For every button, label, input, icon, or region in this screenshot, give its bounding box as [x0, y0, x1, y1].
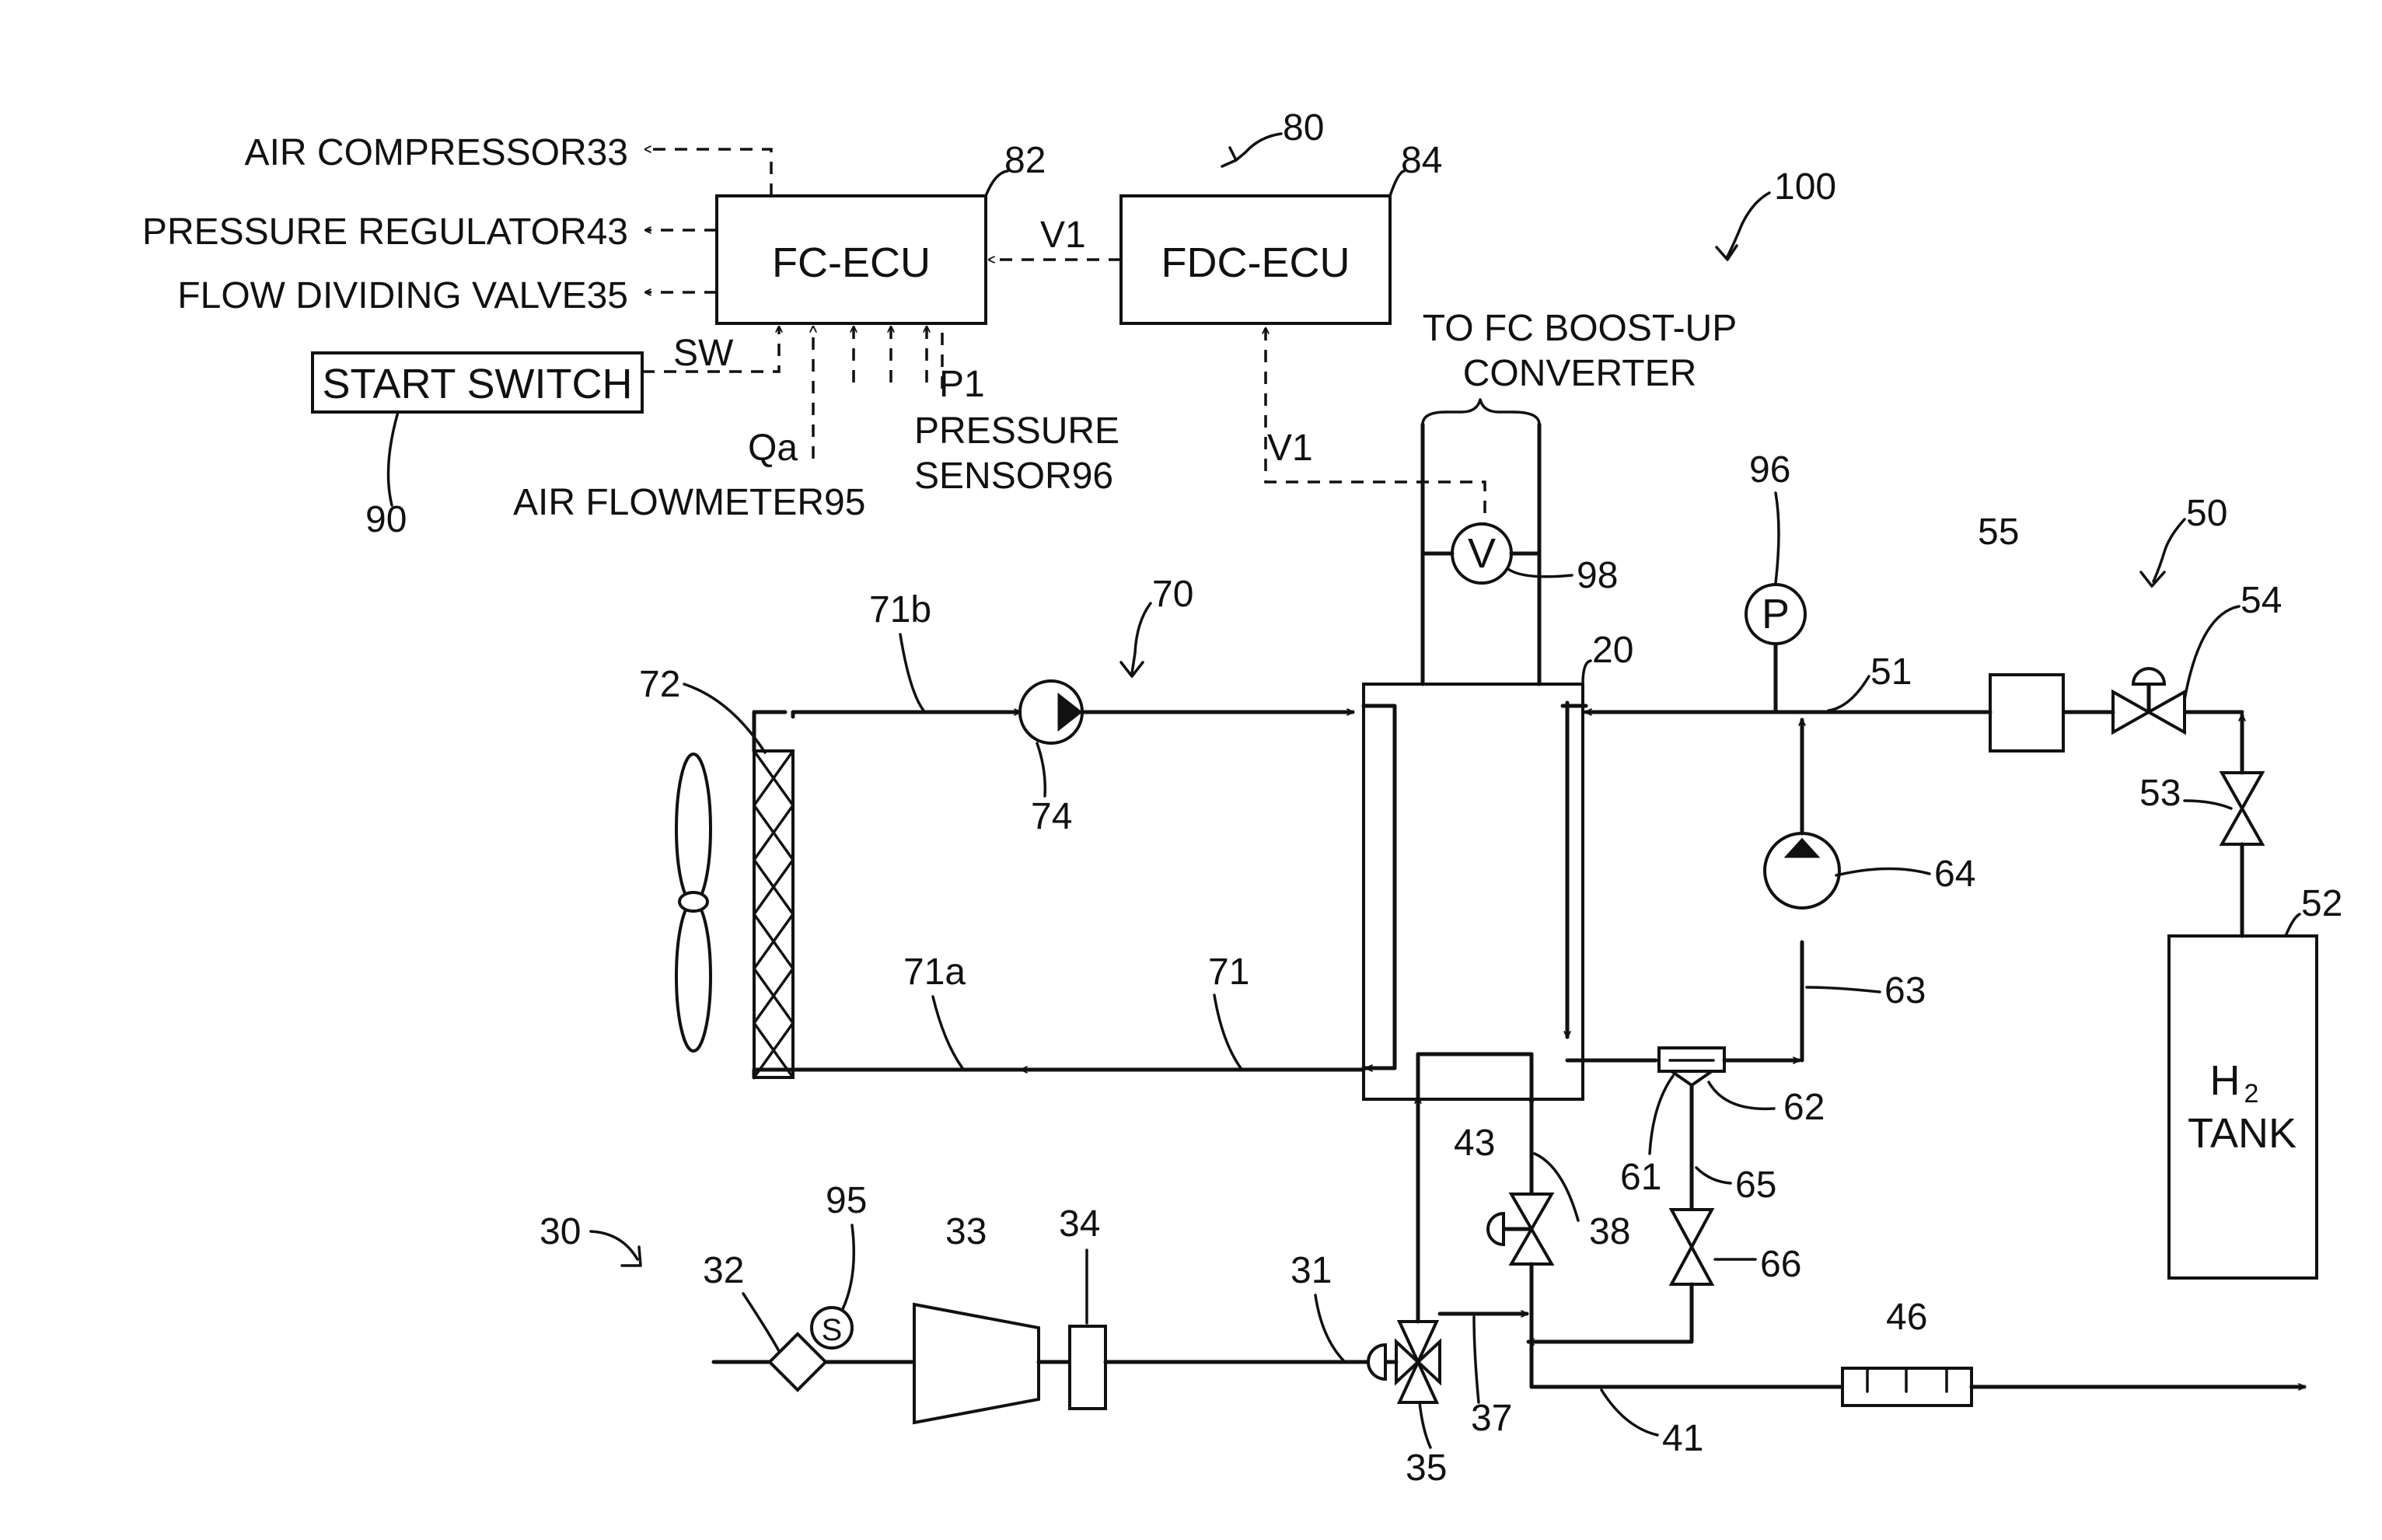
- ref-30: 30: [540, 1211, 581, 1252]
- ref-46: 46: [1886, 1297, 1927, 1338]
- ref-84: 84: [1401, 140, 1442, 181]
- ref-96: 96: [1749, 449, 1790, 491]
- pressure-sensor-label-2: SENSOR96: [914, 456, 1113, 497]
- injector-55: [1990, 675, 2063, 751]
- ref-37: 37: [1471, 1398, 1512, 1439]
- ref-71b: 71b: [869, 589, 931, 630]
- ref-31: 31: [1291, 1250, 1332, 1291]
- ref-66: 66: [1760, 1244, 1801, 1285]
- ref-74: 74: [1031, 796, 1072, 837]
- ref-54: 54: [2241, 580, 2282, 621]
- ref-63: 63: [1884, 970, 1926, 1011]
- air-system: 30 32 S 95 33 34 31: [540, 1054, 2304, 1489]
- ref-95: 95: [826, 1180, 867, 1221]
- pressure-regulator-label: PRESSURE REGULATOR43: [142, 211, 628, 253]
- ref-100: 100: [1774, 166, 1836, 208]
- fdc-ecu-label: FDC-ECU: [1161, 239, 1350, 286]
- start-switch-label: START SWITCH: [322, 361, 632, 407]
- ref-65: 65: [1735, 1165, 1776, 1206]
- gas-liquid-separator-62: [1659, 1048, 1724, 1085]
- air-compressor-signal: [645, 149, 771, 196]
- flow-dividing-valve-35: [1368, 1322, 1440, 1402]
- radiator: [754, 751, 793, 1077]
- h2-tank-label-h: H: [2210, 1057, 2241, 1104]
- drain-valve-66: [1671, 1210, 1712, 1284]
- ref-90: 90: [365, 499, 407, 540]
- pressure-symbol: P: [1762, 591, 1790, 637]
- qa-label: Qa: [748, 428, 798, 469]
- ref-50: 50: [2186, 493, 2227, 534]
- h2-tank-label-sub: 2: [2244, 1079, 2259, 1109]
- ref-61: 61: [1620, 1157, 1661, 1198]
- ref-34: 34: [1059, 1203, 1100, 1245]
- ref-41: 41: [1662, 1418, 1703, 1459]
- flow-dividing-valve-label: FLOW DIVIDING VALVE35: [177, 275, 628, 316]
- ref-62: 62: [1783, 1087, 1825, 1128]
- h2-tank: [2169, 936, 2317, 1278]
- ref-80-arrow: [1236, 134, 1281, 160]
- voltmeter-symbol: V: [1468, 530, 1496, 577]
- ref-20: 20: [1592, 630, 1633, 671]
- ref-55: 55: [1978, 512, 2019, 553]
- ref-80: 80: [1283, 107, 1324, 148]
- pressure-regulator-43: [1488, 1194, 1552, 1264]
- control-section: FC-ECU FDC-ECU START SWITCH AIR COMPRESS…: [142, 107, 1836, 540]
- air-flowmeter-label: AIR FLOWMETER95: [513, 482, 865, 523]
- air-compressor-33: [914, 1304, 1039, 1423]
- regulator-valve-54: [2113, 669, 2185, 732]
- ref-38: 38: [1589, 1211, 1630, 1252]
- ref-33: 33: [945, 1211, 987, 1252]
- ref-35: 35: [1406, 1447, 1447, 1489]
- v1-label-top: V1: [1040, 215, 1086, 256]
- ref-32: 32: [703, 1250, 744, 1291]
- converter-label-1: TO FC BOOST-UP: [1423, 308, 1737, 349]
- ref-82: 82: [1004, 140, 1046, 181]
- air-compressor-label: AIR COMPRESSOR33: [245, 132, 628, 173]
- cooling-system: 72 74 71b 70 71a 71: [639, 574, 1395, 1077]
- fan-icon: [676, 754, 711, 1051]
- p1-label: P1: [939, 364, 985, 405]
- v1-label-bottom: V1: [1267, 428, 1313, 469]
- sw-label: SW: [673, 333, 734, 374]
- ref-53: 53: [2139, 773, 2181, 814]
- converter-brace: [1423, 400, 1539, 424]
- ref-72: 72: [639, 664, 680, 705]
- fuel-cell-stack: 20 V 98: [1364, 424, 1633, 1099]
- hydrogen-system: H 2 TANK 52 53 54 50 55 51: [1528, 449, 2342, 1342]
- h2-tank-label-tank: TANK: [2188, 1110, 2296, 1157]
- ref-71: 71: [1208, 952, 1249, 993]
- sensor-symbol: S: [822, 1313, 843, 1347]
- ref-52: 52: [2301, 883, 2342, 924]
- ref-43: 43: [1454, 1123, 1495, 1164]
- ref-64: 64: [1934, 854, 1975, 895]
- intercooler-34: [1070, 1326, 1105, 1409]
- fc-ecu-label: FC-ECU: [772, 239, 931, 286]
- converter-label-2: CONVERTER: [1463, 353, 1697, 394]
- pressure-sensor-label-1: PRESSURE: [914, 410, 1119, 452]
- ref-98: 98: [1577, 555, 1618, 596]
- ref-71a: 71a: [903, 952, 966, 993]
- ref-70: 70: [1152, 574, 1193, 615]
- ref-51: 51: [1870, 651, 1912, 693]
